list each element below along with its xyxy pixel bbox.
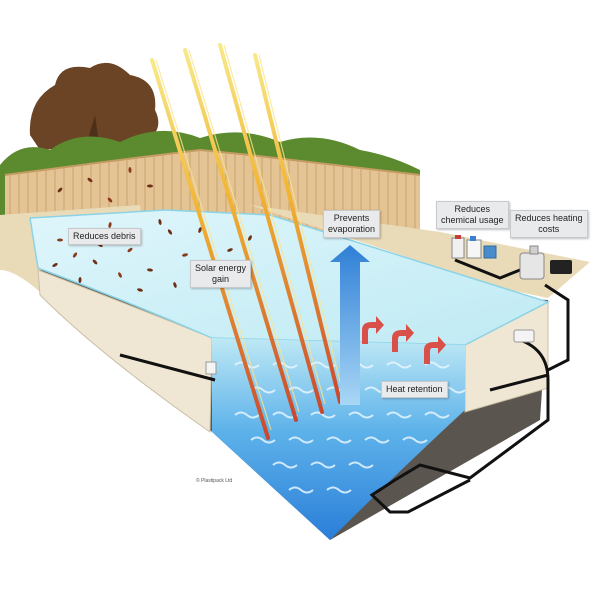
sun-ray: [150, 58, 270, 440]
leaf: [72, 252, 78, 258]
wave-mark: [310, 461, 336, 469]
chemical-bottles: [451, 235, 497, 259]
evaporation-arrow: [330, 245, 370, 405]
callout-solar-energy-gain: Solar energy gain: [190, 260, 252, 288]
leaf: [137, 288, 143, 292]
leaf: [87, 177, 93, 183]
wave-mark: [234, 411, 260, 419]
wave-mark: [348, 411, 374, 419]
sun-ray: [253, 53, 342, 404]
leaf: [147, 184, 153, 188]
leaf: [107, 197, 113, 203]
wave-mark: [386, 411, 412, 419]
heat-retention-label: Heat retention: [386, 384, 443, 394]
skimmer-fitting: [205, 329, 535, 375]
wave-mark: [288, 386, 314, 394]
wave-mark: [364, 436, 390, 444]
leaf: [167, 229, 173, 235]
wave-mark: [424, 411, 450, 419]
wave-mark: [326, 436, 352, 444]
callout-prevents-evaporation: Prevents evaporation: [323, 210, 381, 238]
wave-mark: [288, 436, 314, 444]
wave-mark: [386, 361, 412, 369]
wave-mark: [402, 436, 428, 444]
leaf: [57, 238, 63, 242]
copyright-notice: © Plastipack Ltd: [196, 478, 233, 484]
sun-rays: [150, 43, 344, 440]
heat-arrow: [392, 324, 414, 352]
wave-mark: [250, 436, 276, 444]
callout-reduces-heating-costs: Reduces heating costs: [510, 210, 588, 238]
sun-ray-highlight: [258, 54, 344, 395]
leaf: [147, 268, 153, 272]
reduces-heating-costs-label: Reduces heating costs: [515, 213, 583, 234]
leaf: [52, 262, 58, 268]
wave-mark: [272, 461, 298, 469]
wave-mark: [326, 486, 352, 494]
sun-ray-highlight: [223, 44, 326, 405]
heat-arrow: [424, 336, 446, 364]
leaf: [92, 259, 98, 265]
prevents-evaporation-label: Prevents evaporation: [328, 213, 376, 234]
reduces-debris-label: Reduces debris: [73, 231, 136, 241]
leaf: [158, 219, 162, 225]
leaf: [248, 235, 252, 241]
leaf: [182, 253, 188, 257]
wave-mark: [310, 411, 336, 419]
leaf: [173, 282, 177, 288]
reduces-chemical-usage-label: Reduces chemical usage: [441, 204, 504, 225]
leaf: [198, 227, 202, 233]
sun-ray: [183, 48, 298, 422]
wave-mark: [348, 461, 374, 469]
wave-mark: [288, 486, 314, 494]
leaf: [127, 247, 133, 253]
pipework: [119, 258, 570, 514]
callout-reduces-debris: Reduces debris: [68, 228, 141, 245]
heat-arrow: [362, 316, 384, 344]
leaf: [57, 187, 63, 193]
solar-energy-gain-label: Solar energy gain: [195, 263, 247, 284]
heat-retention-arrows: [362, 316, 446, 364]
leaf: [227, 248, 233, 252]
leaf: [78, 277, 82, 283]
leaf: [128, 167, 132, 173]
sun-ray-highlight: [188, 49, 300, 413]
sun-ray-highlight: [155, 59, 272, 431]
leaf: [118, 272, 122, 278]
callout-heat-retention: Heat retention: [381, 381, 448, 398]
leaf: [108, 222, 112, 228]
heating-equipment: [519, 245, 572, 280]
callout-reduces-chemical-usage: Reduces chemical usage: [436, 201, 509, 229]
sun-ray: [218, 43, 324, 414]
